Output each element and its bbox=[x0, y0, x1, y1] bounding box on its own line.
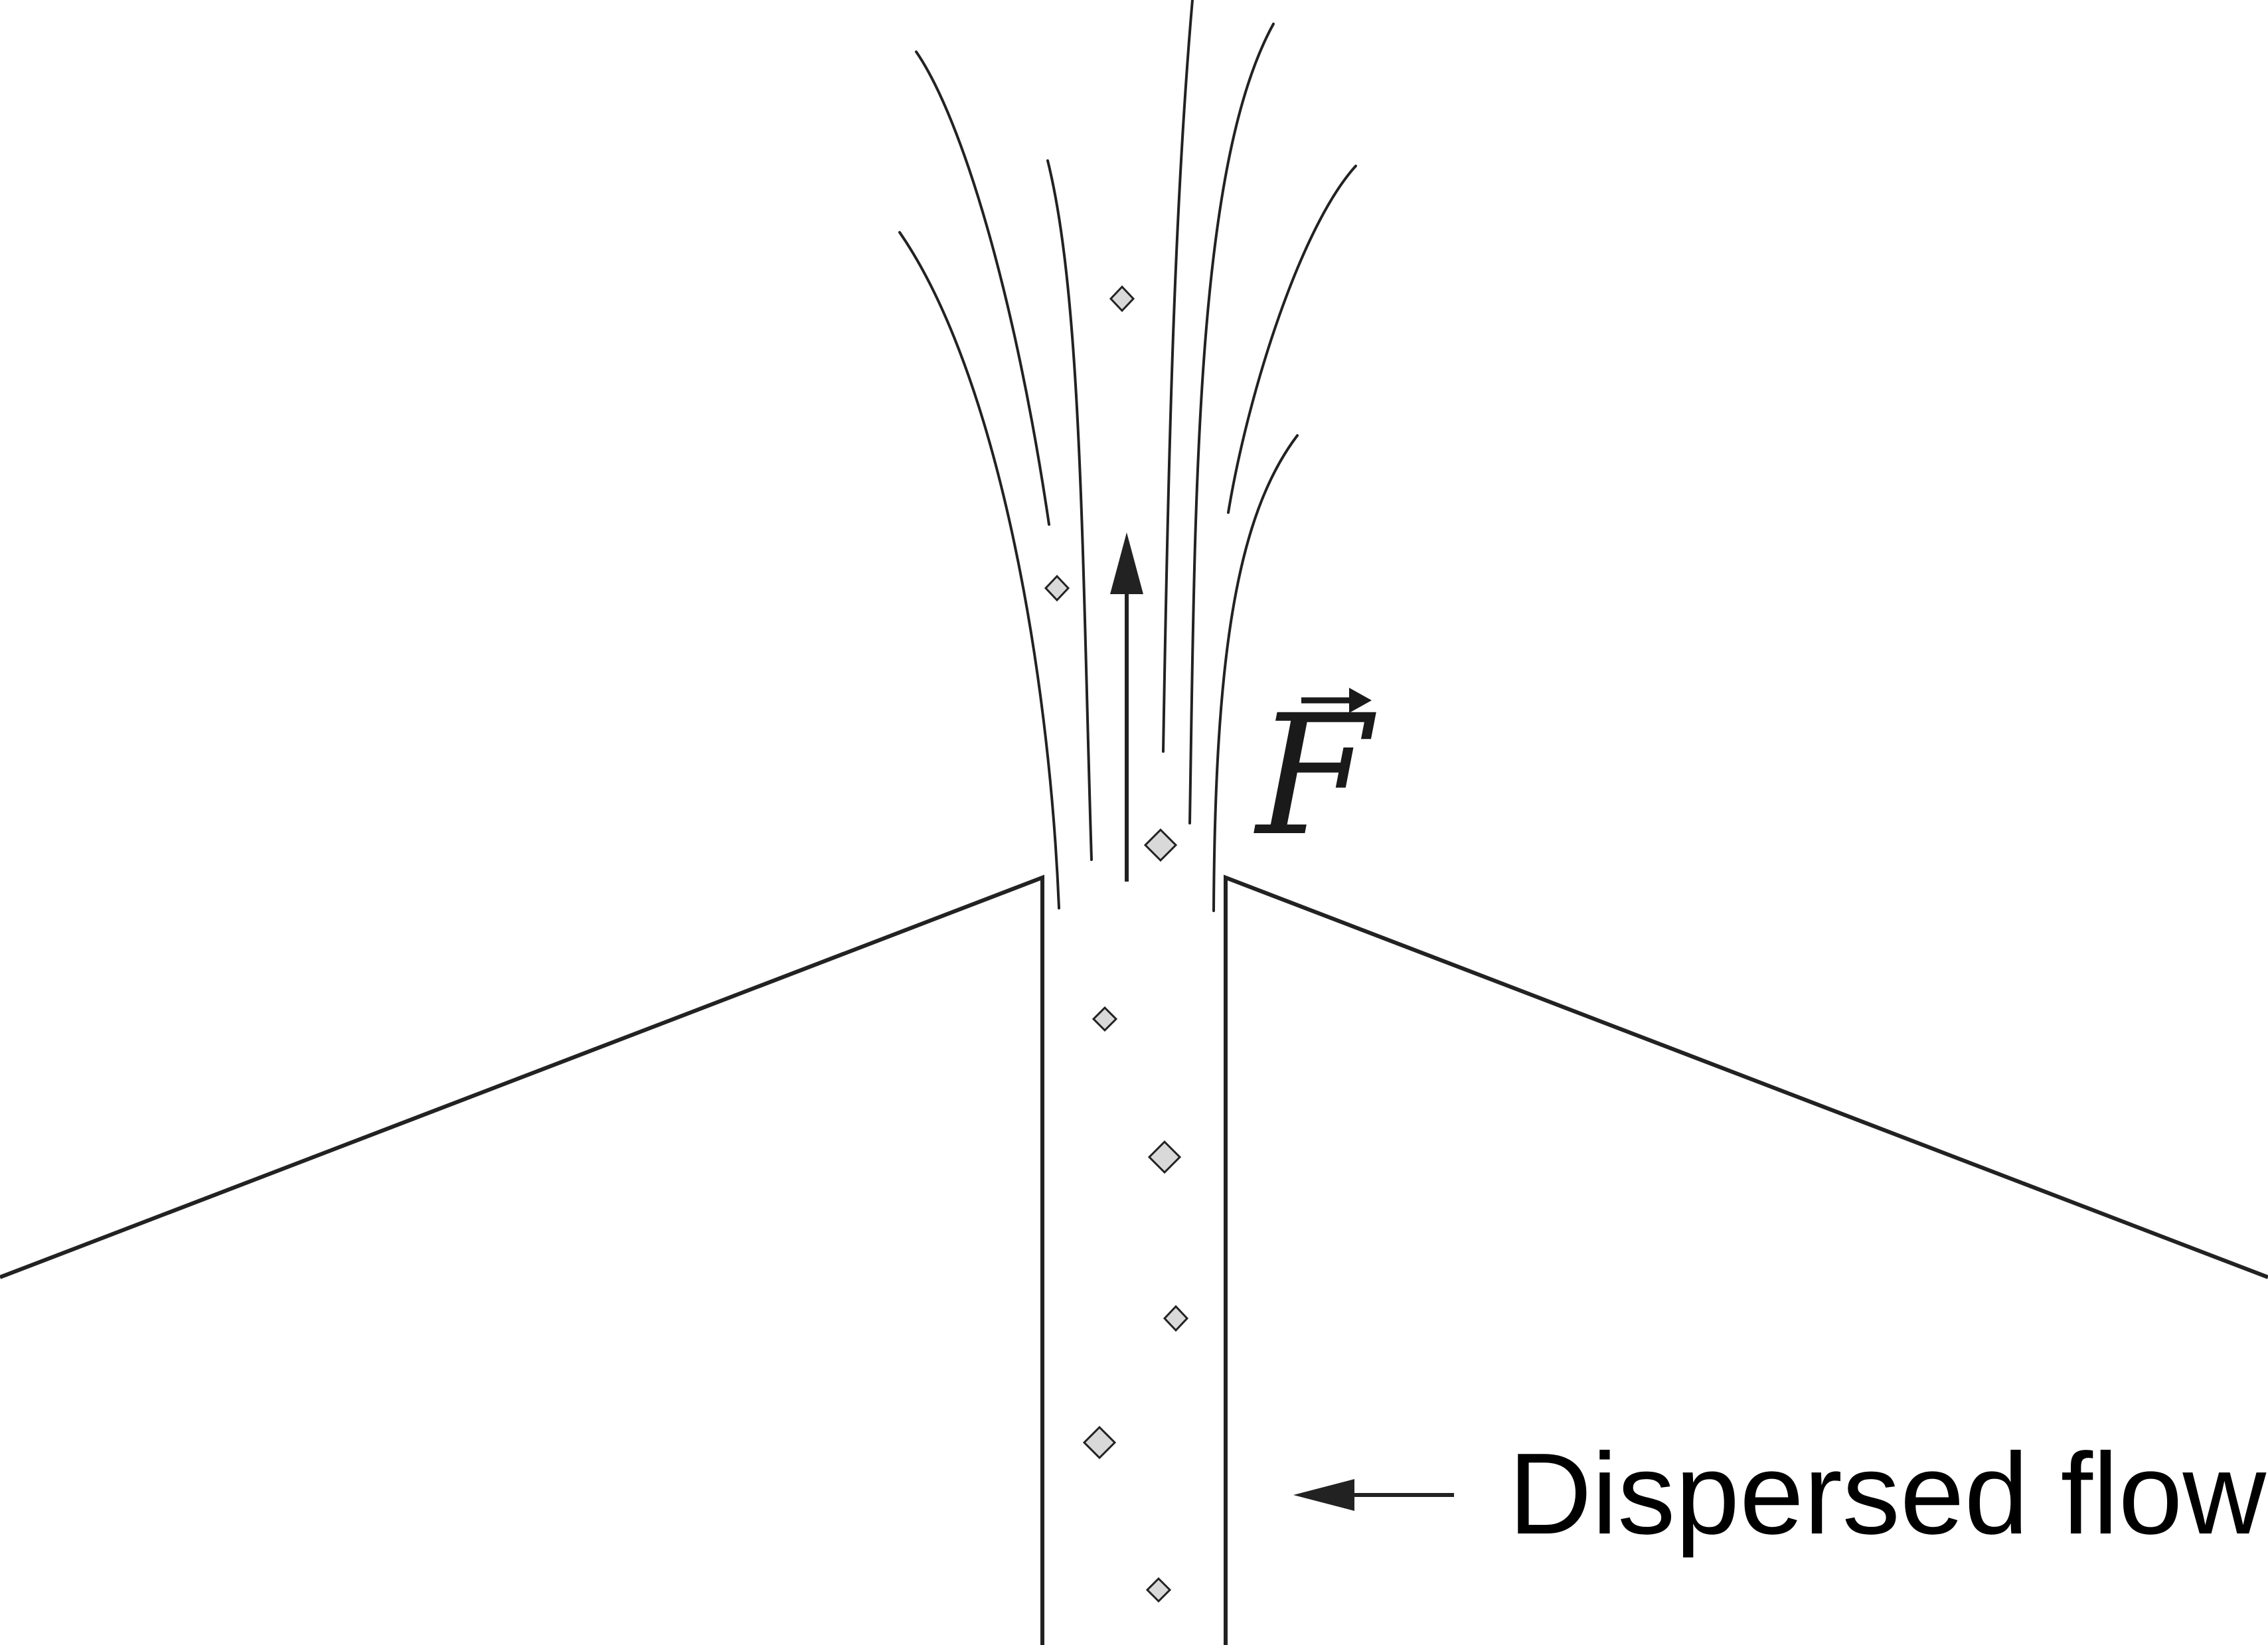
particle bbox=[1145, 1577, 1172, 1603]
flow-pointer: Dispersed flow bbox=[1293, 1429, 2267, 1558]
particle bbox=[1143, 828, 1178, 862]
left-slope-wall bbox=[0, 874, 1044, 1645]
particle bbox=[1109, 285, 1135, 313]
particle bbox=[1163, 1304, 1189, 1332]
flow-label: Dispersed flow bbox=[1508, 1429, 2267, 1558]
particle bbox=[1147, 1140, 1182, 1174]
force-arrow-head bbox=[1110, 532, 1143, 594]
right-slope-wall bbox=[1224, 874, 2268, 1645]
flow-arrow-head bbox=[1293, 1479, 1354, 1511]
vector-arrow-head bbox=[1349, 688, 1372, 713]
particles bbox=[1044, 285, 1189, 1603]
particle bbox=[1044, 574, 1070, 602]
force-arrow bbox=[1110, 532, 1143, 882]
stream-line bbox=[915, 50, 1050, 526]
particle bbox=[1082, 1425, 1117, 1460]
force-label-group: F bbox=[1254, 679, 1376, 872]
stream-lines bbox=[898, 0, 1357, 912]
stream-line bbox=[1227, 165, 1357, 514]
stream-line bbox=[1188, 23, 1275, 824]
force-label: F bbox=[1254, 679, 1376, 872]
stream-line bbox=[1212, 434, 1299, 912]
stream-line bbox=[1162, 0, 1194, 753]
particle bbox=[1092, 1006, 1118, 1032]
stream-line bbox=[1046, 159, 1093, 861]
stream-line bbox=[898, 231, 1060, 909]
